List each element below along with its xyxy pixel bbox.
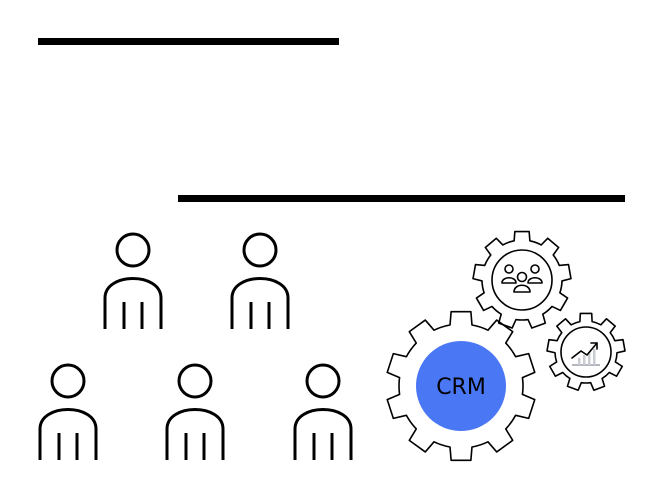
- crm-label: CRM: [436, 375, 486, 400]
- growth-chart-gear-icon: [546, 312, 626, 391]
- crm-gear-icon: CRM: [386, 310, 536, 462]
- person-body: [38, 408, 98, 460]
- person-body: [103, 277, 163, 329]
- person-icon: [230, 232, 290, 329]
- person-head: [115, 232, 151, 268]
- growth-chart-icon: [571, 342, 600, 366]
- top-bar: [38, 38, 339, 45]
- person-head: [50, 363, 86, 399]
- people-group: [38, 232, 353, 460]
- crm-badge: [416, 341, 506, 431]
- middle-bar: [178, 195, 625, 202]
- person-body: [165, 408, 225, 460]
- person-head: [305, 363, 341, 399]
- person-body: [293, 408, 353, 460]
- team-gear-icon: [472, 230, 572, 329]
- person-icon: [38, 363, 98, 460]
- person-icon: [103, 232, 163, 329]
- person-icon: [293, 363, 353, 460]
- person-body: [230, 277, 290, 329]
- person-icon: [165, 363, 225, 460]
- person-head: [177, 363, 213, 399]
- person-head: [242, 232, 278, 268]
- team-icon: [501, 264, 543, 293]
